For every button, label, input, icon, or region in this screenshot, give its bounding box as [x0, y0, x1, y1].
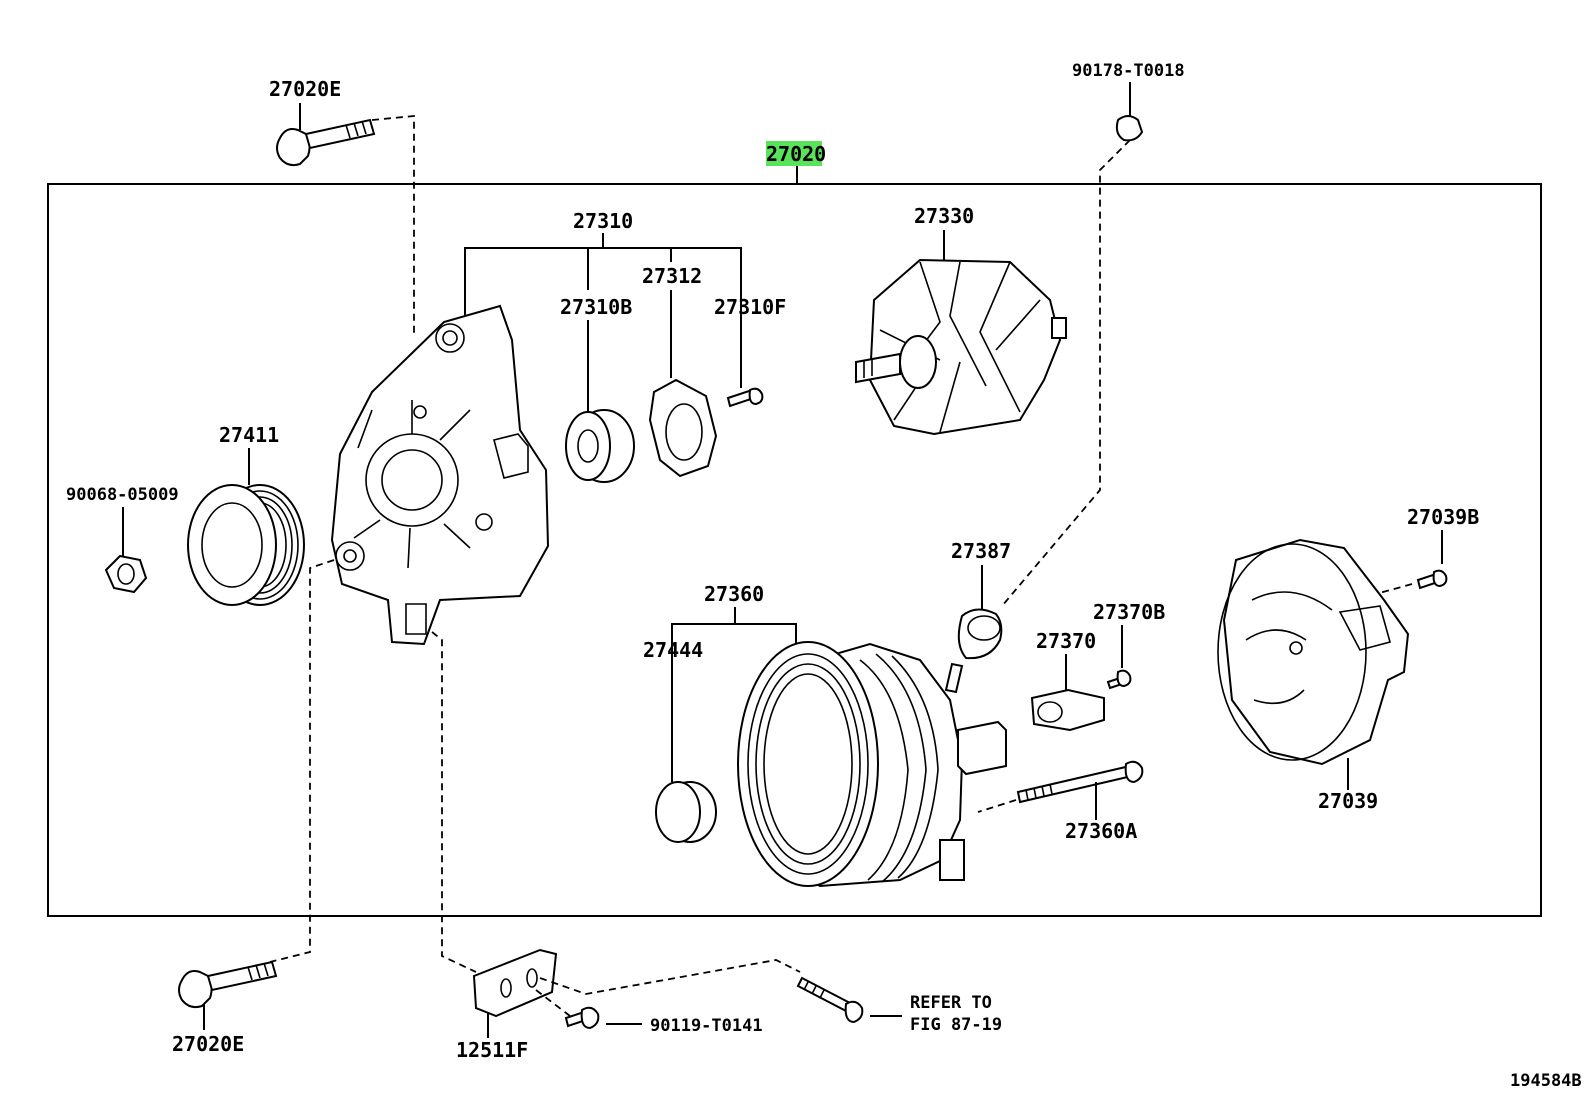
through-bolt-part[interactable] — [1016, 760, 1144, 804]
label-terminal[interactable]: 27370 — [1036, 629, 1096, 653]
bolt-top-part[interactable] — [276, 118, 376, 167]
bolt-bottom-part[interactable] — [178, 960, 278, 1009]
bolt-right-part[interactable] — [1416, 569, 1448, 590]
label-refer-line2[interactable]: FIG 87-19 — [910, 1015, 1002, 1035]
label-bolt-right[interactable]: 27039B — [1407, 505, 1479, 529]
label-retainer[interactable]: 27312 — [642, 264, 702, 288]
terminal-part[interactable] — [1030, 688, 1105, 732]
label-ring[interactable]: 27444 — [643, 638, 703, 662]
label-rotor[interactable]: 27330 — [914, 204, 974, 228]
nut-part[interactable] — [104, 554, 148, 594]
diagram-id: 194584B — [1510, 1071, 1582, 1091]
assembly-number-highlight — [766, 141, 822, 166]
assembly-number[interactable]: 27020 — [766, 141, 826, 166]
rectifier-end-frame-part[interactable] — [737, 641, 1007, 888]
cap-screw-top-part[interactable] — [1115, 115, 1144, 142]
label-terminal-bolt[interactable]: 27370B — [1093, 600, 1165, 624]
ring-part[interactable] — [655, 781, 717, 843]
label-bearing[interactable]: 27310B — [560, 295, 632, 319]
label-bracket-bolt[interactable]: 90119-T0141 — [650, 1016, 763, 1036]
bearing-part[interactable] — [565, 409, 635, 483]
retainer-screw-part[interactable] — [726, 387, 764, 408]
retainer-part[interactable] — [648, 378, 718, 478]
label-nut[interactable]: 90068-05009 — [66, 485, 179, 505]
bracket-bolt-part[interactable] — [564, 1006, 600, 1030]
assembly-box — [47, 183, 1542, 917]
assembly-number-rest: 0 — [814, 142, 826, 166]
label-pulley[interactable]: 27411 — [219, 423, 279, 447]
label-cover[interactable]: 27039 — [1318, 789, 1378, 813]
label-cap-screw-top[interactable]: 90178-T0018 — [1072, 61, 1185, 81]
cover-part[interactable] — [1217, 538, 1410, 766]
rotor-part[interactable] — [855, 258, 1067, 436]
label-frame-set[interactable]: 27310 — [573, 209, 633, 233]
insulator-part[interactable] — [957, 608, 1003, 660]
drive-end-frame-part[interactable] — [330, 304, 550, 646]
refer-bolt-part[interactable] — [796, 976, 864, 1024]
label-retainer-screw[interactable]: 27310F — [714, 295, 786, 319]
label-through-bolt[interactable]: 27360A — [1065, 819, 1137, 843]
pulley-part[interactable] — [187, 484, 305, 606]
terminal-bolt-part[interactable] — [1106, 669, 1132, 690]
assembly-number-highlighted-part: 2702 — [766, 142, 814, 166]
label-insulator[interactable]: 27387 — [951, 539, 1011, 563]
label-stator-set[interactable]: 27360 — [704, 582, 764, 606]
label-bracket[interactable]: 12511F — [456, 1038, 528, 1062]
label-refer-line1[interactable]: REFER TO — [910, 993, 992, 1013]
label-bolt-bottom[interactable]: 27020E — [172, 1032, 244, 1056]
bracket-part[interactable] — [472, 948, 558, 1018]
label-bolt-top[interactable]: 27020E — [269, 77, 341, 101]
svg-text:27020: 27020 — [766, 142, 826, 166]
